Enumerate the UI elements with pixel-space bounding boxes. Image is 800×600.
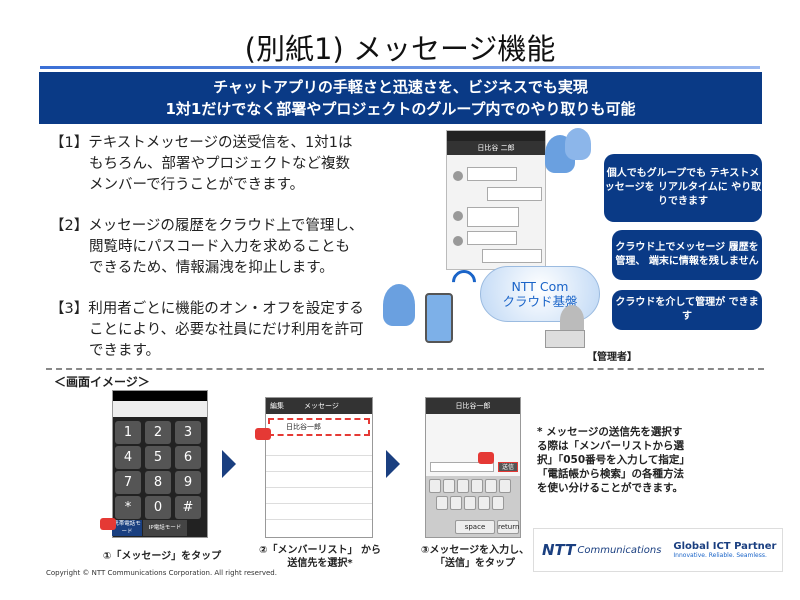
list-item bbox=[266, 472, 372, 488]
hand-pointer-icon bbox=[100, 518, 116, 530]
caption-step-1: ①「メッセージ」をタップ bbox=[102, 551, 222, 562]
keyboard-key[interactable] bbox=[429, 479, 441, 493]
hand-pointer-icon bbox=[255, 428, 271, 440]
feature-item-3-line-1: 【3】利用者ごとに機能のオン・オフを設定する bbox=[50, 301, 364, 317]
keyboard-key[interactable] bbox=[485, 479, 497, 493]
user-group-icon bbox=[565, 128, 591, 160]
feature-item-1-line-1: 【1】テキストメッセージの送受信を、1対1は bbox=[50, 135, 353, 151]
chat-message bbox=[482, 249, 542, 263]
avatar-icon bbox=[453, 236, 463, 246]
list-item bbox=[266, 504, 372, 520]
message-list-title: メッセージ bbox=[304, 402, 339, 410]
return-key[interactable]: return bbox=[497, 520, 519, 534]
status-bar bbox=[447, 131, 545, 141]
screen-message-list: 編集 メッセージ 日比谷一郎 bbox=[265, 397, 373, 538]
dial-key-1[interactable]: 1 bbox=[115, 421, 141, 444]
edit-tab[interactable]: 編集 bbox=[270, 402, 284, 410]
feature-item-1: 【1】テキストメッセージの送受信を、1対1は もちろん、部署やプロジェクトなど複… bbox=[50, 133, 390, 196]
chat-message bbox=[487, 187, 542, 201]
feature-item-3-line-2: ことにより、必要な社員にだけ利用を許可 bbox=[89, 322, 364, 338]
destination-note: * メッセージの送信先を選択する際は「メンバーリストから選択」「050番号を入力… bbox=[537, 426, 690, 494]
banner-line-1: チャットアプリの手軽さと迅速さを、ビジネスでも実現 bbox=[213, 78, 588, 96]
feature-item-1-line-3: メンバーで行うことができます。 bbox=[89, 177, 305, 193]
send-button[interactable]: 送信 bbox=[498, 462, 518, 472]
company-logo: NTT Communications Global ICT Partner In… bbox=[533, 528, 783, 572]
screen-image-label: ＜画面イメージ＞ bbox=[54, 375, 150, 389]
title-underline bbox=[40, 66, 760, 69]
bubble-manage: クラウドを介して管理が できます bbox=[612, 290, 762, 330]
logo-communications: Communications bbox=[577, 544, 662, 556]
avatar-icon bbox=[453, 211, 463, 221]
user-icon bbox=[383, 284, 415, 326]
feature-item-2-line-1: 【2】メッセージの履歴をクラウド上で管理し、 bbox=[50, 218, 364, 234]
summary-banner: チャットアプリの手軽さと迅速さを、ビジネスでも実現 1対1だけでなく部署やプロジ… bbox=[39, 72, 762, 124]
hand-pointer-icon bbox=[478, 452, 494, 464]
list-item bbox=[266, 456, 372, 472]
feature-item-2-line-2: 閲覧時にパスコード入力を求めることも bbox=[89, 239, 350, 255]
feature-list: 【1】テキストメッセージの送受信を、1対1は もちろん、部署やプロジェクトなど複… bbox=[50, 133, 390, 382]
chat-screenshot: 日比谷 二郎 bbox=[446, 130, 546, 270]
dial-key-8[interactable]: 8 bbox=[145, 471, 171, 494]
feature-item-3: 【3】利用者ごとに機能のオン・オフを設定する ことにより、必要な社員にだけ利用を… bbox=[50, 299, 390, 362]
logo-partner: Global ICT Partner bbox=[673, 541, 777, 552]
arrow-right-icon bbox=[386, 450, 400, 478]
cloud-line-2: クラウド基盤 bbox=[502, 294, 578, 309]
bubble-realtime: 個人でもグループでも テキストメッセージを リアルタイムに やり取りできます bbox=[604, 154, 762, 222]
caption-step-2: ②「メンバーリスト」 から送信先を選択* bbox=[259, 545, 381, 569]
member-row[interactable]: 日比谷一郎 bbox=[268, 418, 370, 436]
screen-compose: 日比谷一郎 送信 bbox=[425, 397, 521, 538]
feature-item-2-line-3: できるため、情報漏洩を抑止します。 bbox=[89, 260, 334, 276]
cloud-line-1: NTT Com bbox=[511, 279, 569, 294]
keyboard-key[interactable] bbox=[471, 479, 483, 493]
list-item bbox=[266, 488, 372, 504]
keyboard-key[interactable] bbox=[464, 496, 476, 510]
dial-key-5[interactable]: 5 bbox=[145, 446, 171, 469]
dial-key-2[interactable]: 2 bbox=[145, 421, 171, 444]
smartphone-icon bbox=[425, 293, 453, 343]
section-divider bbox=[46, 368, 764, 370]
keyboard-key[interactable] bbox=[436, 496, 448, 510]
keyboard-key[interactable] bbox=[478, 496, 490, 510]
ip-mode-button[interactable]: IP電話モード bbox=[143, 520, 187, 536]
chat-message bbox=[467, 167, 517, 181]
dial-key-0[interactable]: 0 bbox=[145, 496, 171, 519]
feature-item-1-line-2: もちろん、部署やプロジェクトなど複数 bbox=[89, 156, 350, 172]
keyboard-key[interactable] bbox=[492, 496, 504, 510]
dial-key-3[interactable]: 3 bbox=[175, 421, 201, 444]
dial-key-6[interactable]: 6 bbox=[175, 446, 201, 469]
dial-key-9[interactable]: 9 bbox=[175, 471, 201, 494]
banner-line-2: 1対1だけでなく部署やプロジェクトのグループ内でのやり取りも可能 bbox=[165, 100, 636, 118]
space-key[interactable]: space bbox=[455, 520, 495, 534]
keyboard-key[interactable] bbox=[443, 479, 455, 493]
bubble-history: クラウド上でメッセージ 履歴を管理、 端末に情報を残しません bbox=[612, 230, 762, 280]
keyboard-key[interactable] bbox=[450, 496, 462, 510]
keyboard-key[interactable] bbox=[499, 479, 511, 493]
arrow-right-icon bbox=[222, 450, 236, 478]
feature-item-2: 【2】メッセージの履歴をクラウド上で管理し、 閲覧時にパスコード入力を求めること… bbox=[50, 216, 390, 279]
dial-key-7[interactable]: 7 bbox=[115, 471, 141, 494]
message-input[interactable] bbox=[430, 462, 494, 472]
caption-step-3: ③メッセージを入力し、 「送信」をタップ bbox=[420, 545, 530, 569]
dial-key-star[interactable]: * bbox=[115, 496, 141, 519]
manager-label: 【管理者】 bbox=[587, 352, 637, 363]
logo-ntt: NTT bbox=[542, 541, 576, 559]
keyboard-key[interactable] bbox=[457, 479, 469, 493]
message-list-header: 編集 メッセージ bbox=[266, 398, 372, 414]
status-bar bbox=[113, 391, 207, 401]
mobile-mode-button[interactable]: 携帯電話モード bbox=[112, 520, 142, 536]
logo-tagline: Innovative. Reliable. Seamless. bbox=[673, 552, 767, 559]
number-display bbox=[113, 401, 207, 417]
dial-key-4[interactable]: 4 bbox=[115, 446, 141, 469]
compose-header: 日比谷一郎 bbox=[426, 398, 520, 414]
chat-message bbox=[467, 231, 517, 245]
list-item bbox=[266, 440, 372, 456]
avatar-icon bbox=[453, 171, 463, 181]
dial-key-hash[interactable]: # bbox=[175, 496, 201, 519]
chat-message bbox=[467, 207, 519, 227]
feature-item-3-line-3: できます。 bbox=[89, 343, 161, 359]
laptop-icon bbox=[545, 330, 585, 348]
page-title: (別紙1) メッセージ機能 bbox=[244, 32, 556, 66]
copyright: Copyright © NTT Communications Corporati… bbox=[46, 569, 277, 577]
chat-header: 日比谷 二郎 bbox=[447, 141, 545, 155]
